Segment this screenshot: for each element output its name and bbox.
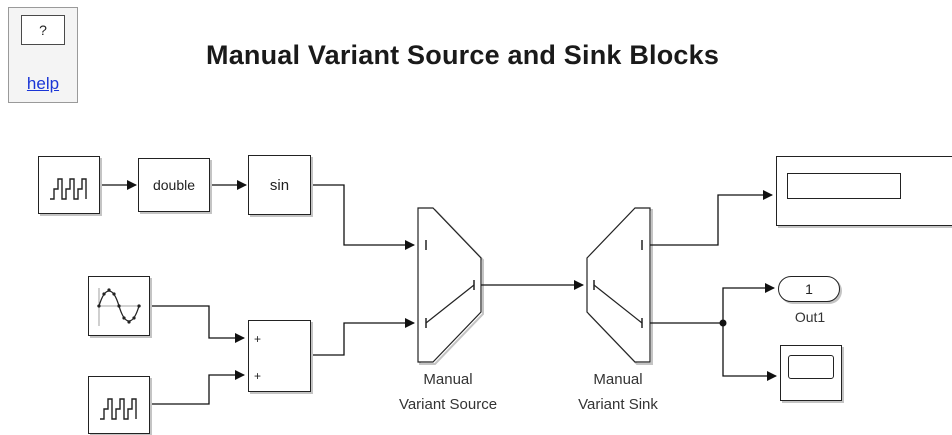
variant-sink-label-line1: Manual <box>593 371 643 388</box>
sum-plus-sign: + <box>254 369 262 383</box>
variant-source-label-line1: Manual <box>423 371 473 388</box>
manual-variant-sink-block[interactable] <box>586 207 653 365</box>
sine-wave-block[interactable] <box>88 276 150 336</box>
outport-label: Out1 <box>794 309 826 325</box>
help-link[interactable]: help <box>26 74 60 93</box>
branch-point <box>719 319 727 327</box>
model-title: Manual Variant Source and Sink Blocks <box>206 40 720 70</box>
variant-sink-label-line2: Variant Sink <box>578 396 658 413</box>
manual-variant-source-block[interactable] <box>417 207 484 365</box>
repeating-stair-block-1[interactable] <box>38 156 100 214</box>
convert-label: double <box>152 177 196 193</box>
trig-function-block[interactable]: sin <box>248 155 311 215</box>
variant-source-label-line2: Variant Source <box>398 396 498 413</box>
sum-plus-sign: + <box>254 332 262 346</box>
staircase-icon <box>50 178 87 200</box>
outport-block[interactable]: 1 <box>778 276 840 302</box>
data-type-conversion-block[interactable]: double <box>138 158 210 212</box>
staircase-icon <box>100 398 137 420</box>
scope-screen <box>788 355 834 379</box>
sine-wave-icon <box>97 288 141 326</box>
help-block[interactable]: ? help <box>8 7 78 103</box>
display-block[interactable] <box>776 156 952 226</box>
scope-block[interactable] <box>780 345 842 401</box>
display-value-field <box>787 173 901 199</box>
help-button[interactable]: ? <box>21 15 65 45</box>
sum-block[interactable]: + + <box>248 320 311 392</box>
trig-label: sin <box>269 176 290 194</box>
repeating-stair-block-2[interactable] <box>88 376 150 434</box>
